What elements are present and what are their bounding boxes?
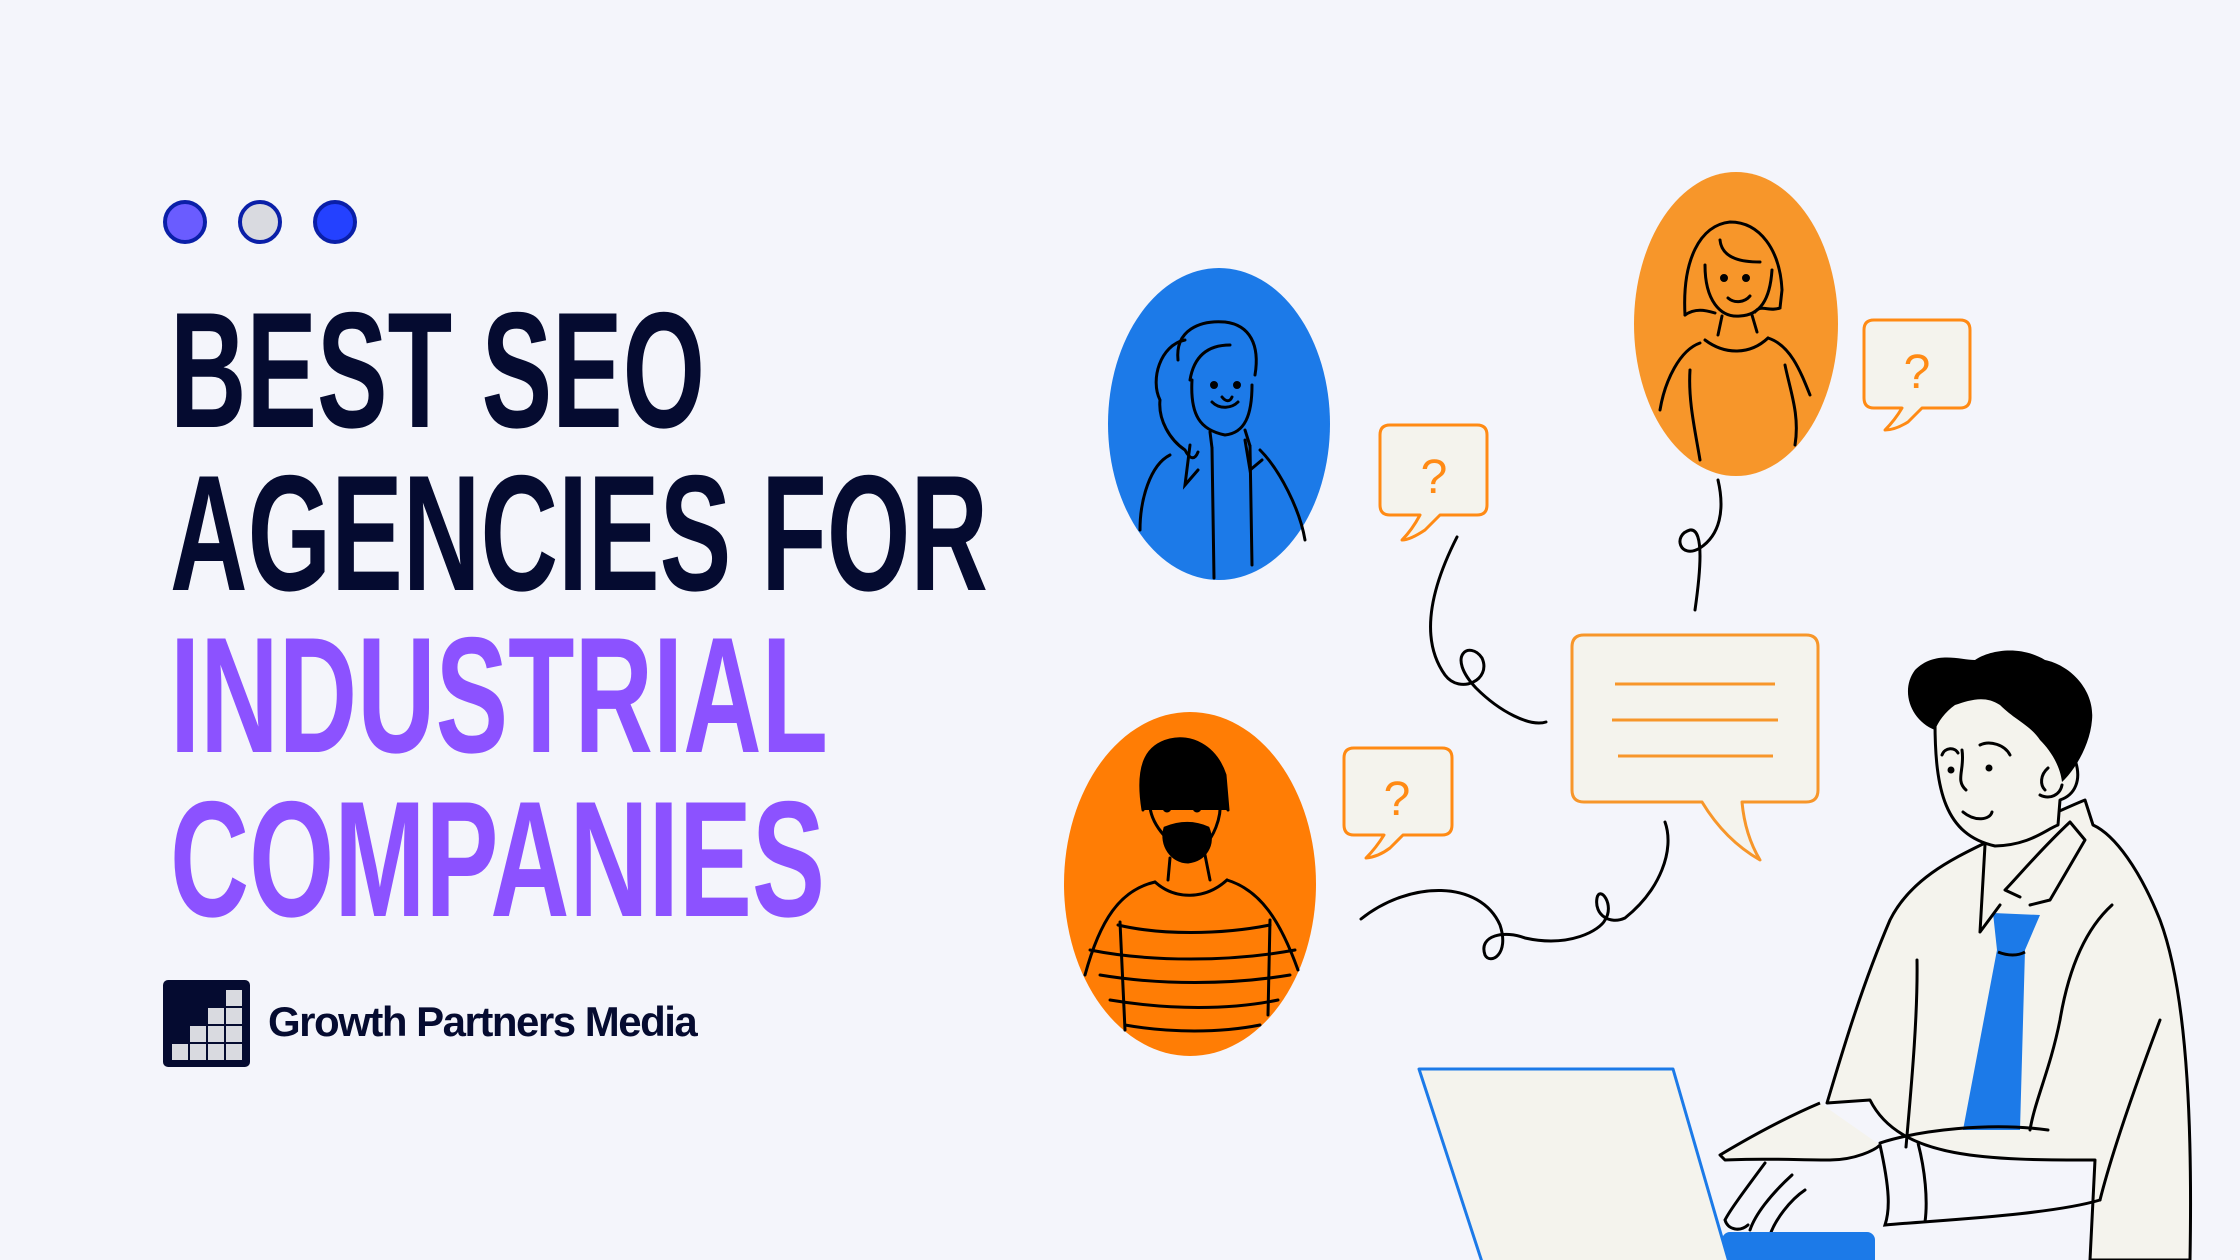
dot-blue [313,200,357,244]
avatar-man-beard [1064,712,1316,1056]
question-mark-icon: ? [1384,773,1411,826]
question-mark-icon: ? [1904,346,1931,399]
question-mark-icon: ? [1421,451,1448,504]
dot-gray [238,200,282,244]
man-at-laptop [1417,650,2193,1260]
page-title: BEST SEO AGENCIES FOR INDUSTRIAL COMPANI… [170,278,988,951]
connector-squiggle-2 [1678,478,1723,612]
avatar-woman-ponytail [1108,268,1330,580]
question-bubble-2: ? [1862,318,1972,432]
title-line-2: AGENCIES FOR [170,441,988,625]
message-bubble [1570,633,1820,862]
brand-name: Growth Partners Media [268,998,698,1045]
title-line-1: BEST SEO [170,278,705,462]
bar-steps-icon [163,980,250,1067]
dot-purple [163,200,207,244]
connector-squiggle-3 [1359,820,1670,961]
question-bubble-1: ? [1378,423,1489,542]
title-line-3: INDUSTRIAL [170,603,828,787]
connector-squiggle-1 [1429,535,1548,725]
question-bubble-3: ? [1342,746,1454,860]
avatar-woman-bob [1634,172,1838,476]
title-line-4: COMPANIES [170,767,825,951]
